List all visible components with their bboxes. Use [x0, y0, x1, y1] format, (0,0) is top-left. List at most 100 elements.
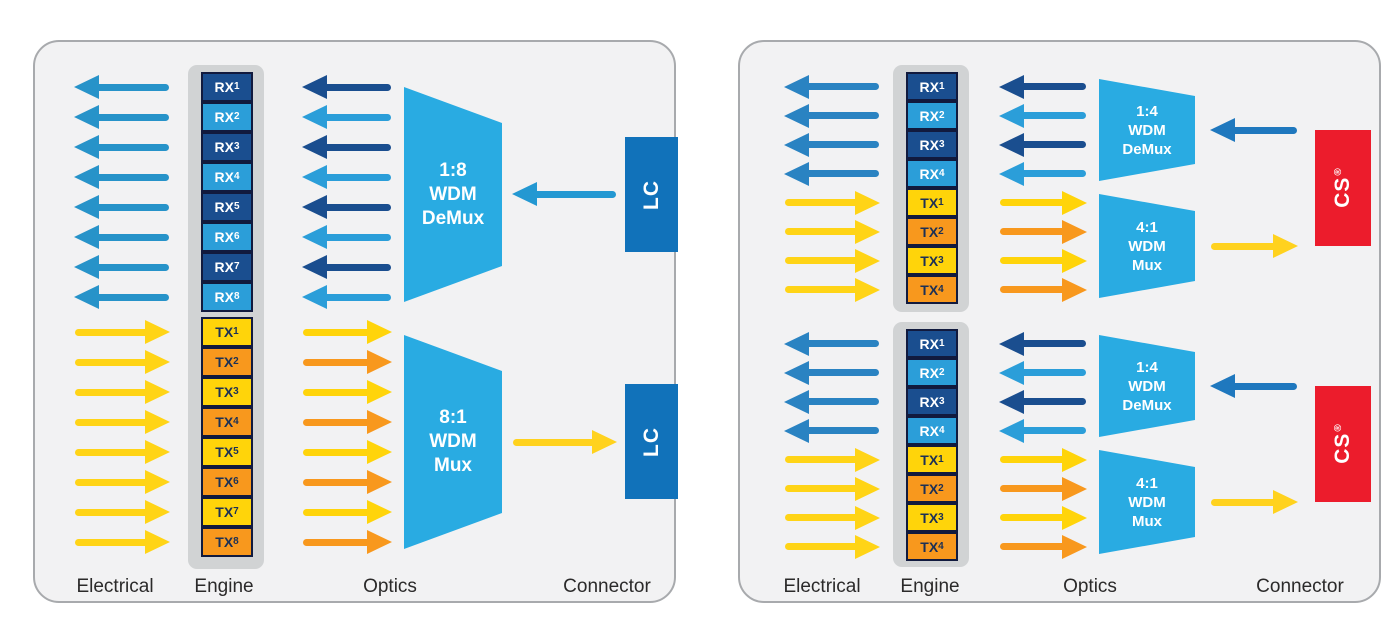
arrow-shaft — [320, 83, 391, 91]
tx-electrical-arrow — [784, 447, 880, 472]
tx-optical-arrow — [302, 380, 392, 404]
arrow-shaft — [785, 228, 862, 235]
arrow-shaft — [75, 358, 152, 366]
arrow-shaft — [303, 388, 374, 396]
tx-electrical-arrow — [74, 470, 170, 494]
tx-optical-arrow — [999, 505, 1087, 530]
mux-output-arrow — [1210, 490, 1298, 514]
channel-label: RX — [214, 109, 234, 125]
channel-label: TX — [920, 223, 939, 240]
rx-electrical-arrow — [74, 75, 170, 99]
channel-index: 2 — [233, 111, 240, 122]
tx-optical-arrow — [999, 447, 1087, 472]
arrow-shaft — [785, 456, 862, 463]
rx-electrical-arrow — [784, 331, 880, 356]
tx-electrical-arrow — [74, 500, 170, 524]
tx-electrical-arrow — [74, 440, 170, 464]
arrow-shaft — [1017, 170, 1086, 177]
arrow-shaft — [303, 448, 374, 456]
arrow-shaft — [92, 173, 169, 181]
channel-label: TX — [215, 444, 234, 460]
channel-index: 8 — [233, 291, 240, 302]
mux-output-arrow — [512, 430, 617, 454]
arrow-shaft — [785, 199, 862, 206]
channel-label: TX — [215, 504, 234, 520]
arrow-shaft — [802, 112, 879, 119]
rx-optical-arrow — [999, 389, 1087, 414]
arrow-shaft — [785, 257, 862, 264]
rx-electrical-arrow — [74, 105, 170, 129]
arrow-shaft — [1000, 199, 1069, 206]
channel-index: 5 — [233, 446, 239, 457]
arrow-shaft — [1000, 485, 1069, 492]
channel-label: TX — [215, 354, 234, 370]
arrow-shaft — [1017, 369, 1086, 376]
channel-label: RX — [214, 139, 234, 155]
tx-electrical-arrow — [74, 320, 170, 344]
arrow-shaft — [1000, 543, 1069, 550]
demux-input-arrow — [1210, 118, 1298, 142]
channel-label: TX — [920, 509, 939, 526]
column-label-engine: Engine — [194, 576, 254, 597]
arrow-shaft — [303, 478, 374, 486]
channel-label: TX — [920, 194, 939, 211]
arrow-shaft — [1000, 257, 1069, 264]
column-label-electrical: Electrical — [783, 576, 861, 597]
arrow-shaft — [92, 293, 169, 301]
rx-electrical-arrow — [784, 418, 880, 443]
channel-index: 1 — [233, 326, 239, 337]
arrow-shaft — [802, 340, 879, 347]
rx-optical-arrow — [302, 165, 392, 189]
arrow-shaft — [320, 203, 391, 211]
channel-index: 6 — [233, 476, 239, 487]
tx-electrical-arrow — [74, 380, 170, 404]
arrow-shaft — [1228, 382, 1297, 390]
channel-label: RX — [214, 229, 234, 245]
channel-index: 2 — [938, 482, 944, 494]
channel-index: 4 — [938, 167, 945, 179]
arrow-shaft — [1000, 228, 1069, 235]
rx-optical-arrow — [999, 418, 1087, 443]
rx-optical-arrow — [999, 360, 1087, 385]
channel-label: RX — [919, 335, 939, 352]
tx-electrical-arrow — [74, 410, 170, 434]
tx-optical-arrow — [999, 248, 1087, 273]
registered-mark: ® — [1333, 168, 1344, 176]
rx-electrical-arrow — [74, 135, 170, 159]
tx-electrical-arrow — [784, 534, 880, 559]
arrow-shaft — [1017, 340, 1086, 347]
arrow-shaft — [320, 113, 391, 121]
arrow-shaft — [320, 143, 391, 151]
tx-optical-arrow — [999, 190, 1087, 215]
column-label-connector: Connector — [563, 576, 651, 597]
channel-index: 8 — [233, 536, 239, 547]
arrow-shaft — [802, 141, 879, 148]
arrow-shaft — [92, 263, 169, 271]
arrow-shaft — [92, 83, 169, 91]
cs-connector: CS® — [1315, 386, 1371, 502]
tx-electrical-arrow — [784, 277, 880, 302]
channel-index: 3 — [938, 511, 944, 523]
